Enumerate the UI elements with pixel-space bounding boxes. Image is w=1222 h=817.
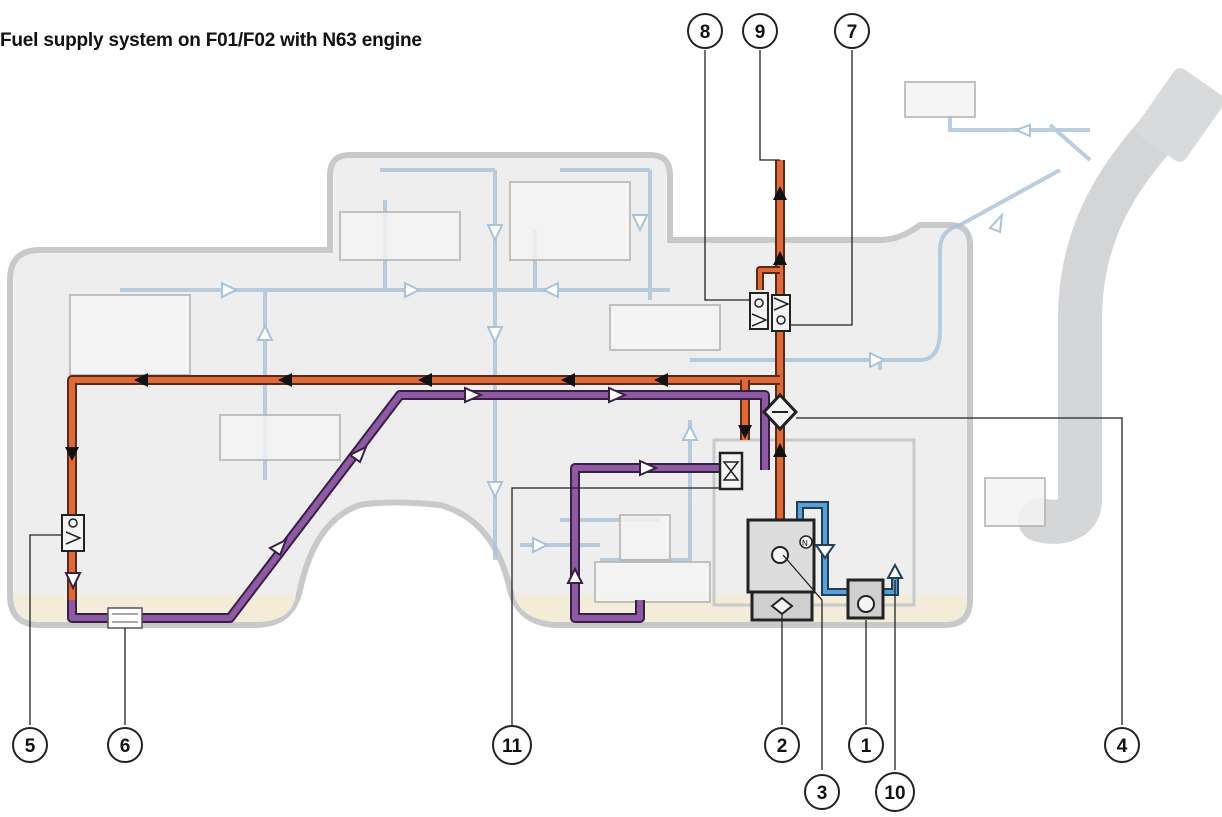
callout-2: 2 <box>764 727 800 763</box>
check-valve-8 <box>749 292 769 330</box>
svg-text:N: N <box>802 539 808 548</box>
callout-4: 4 <box>1104 727 1140 763</box>
callout-label: 3 <box>817 783 828 804</box>
callout-10: 10 <box>875 772 915 812</box>
callout-label: 9 <box>755 22 766 43</box>
check-valve-5 <box>61 514 85 552</box>
diagram-title: Fuel supply system on F01/F02 with N63 e… <box>0 30 422 51</box>
callout-6: 6 <box>107 727 143 763</box>
pre-supply-pump-1 <box>846 578 885 620</box>
restrictor-6 <box>107 607 143 629</box>
callout-label: 4 <box>1117 736 1128 757</box>
callout-label: 6 <box>120 736 131 757</box>
pump-housing <box>712 438 916 607</box>
vent-flow-arrows <box>814 544 904 579</box>
suction-jet-pump-11 <box>718 451 744 491</box>
callout-11: 11 <box>492 725 532 765</box>
pressure-limiter <box>761 392 799 432</box>
callout-label: 10 <box>884 783 905 804</box>
callout-9: 9 <box>742 13 778 49</box>
feed-flow-arrows <box>65 186 787 461</box>
callout-8: 8 <box>687 13 723 49</box>
filler-neck <box>1018 68 1222 544</box>
check-valve-7 <box>771 294 791 332</box>
leader-lines <box>29 50 1123 770</box>
callout-5: 5 <box>12 727 48 763</box>
return-flow-arrows <box>64 386 659 591</box>
callout-label: 8 <box>700 22 711 43</box>
fuel-pump-assembly: N <box>746 518 816 594</box>
callout-3: 3 <box>804 774 840 810</box>
suction-jet-line <box>67 390 770 623</box>
vent-arrows <box>221 123 1031 554</box>
callout-label: 1 <box>861 736 872 757</box>
callout-1: 1 <box>848 727 884 763</box>
callout-label: 7 <box>847 22 858 43</box>
faded-valves <box>69 81 1046 603</box>
callout-label: 11 <box>502 736 523 757</box>
callout-label: 2 <box>777 736 788 757</box>
callout-7: 7 <box>834 13 870 49</box>
callout-label: 5 <box>25 736 36 757</box>
